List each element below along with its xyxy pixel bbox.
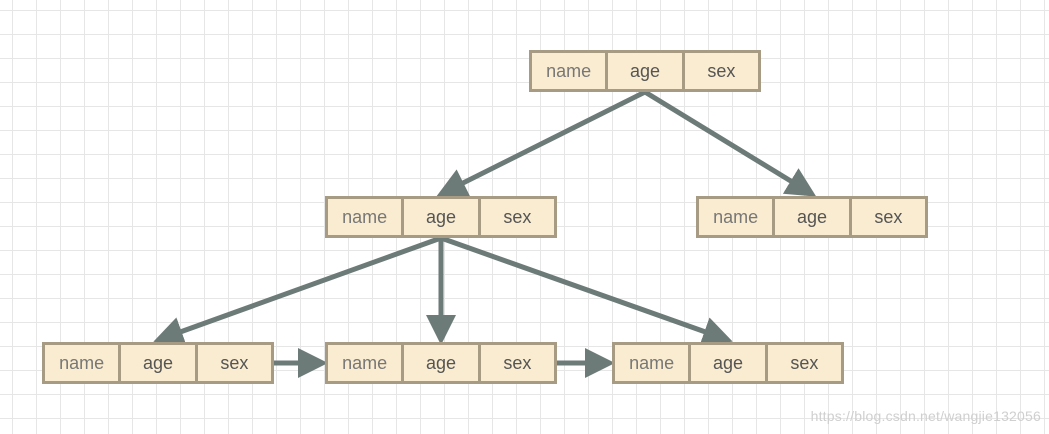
field-sex: sex [684, 53, 758, 89]
node-level1-left: name age sex [325, 196, 557, 238]
node-root: name age sex [529, 50, 761, 92]
field-sex: sex [480, 345, 554, 381]
node-leaf-3: name age sex [612, 342, 844, 384]
field-age: age [608, 53, 682, 89]
field-name: name [328, 199, 402, 235]
field-sex: sex [851, 199, 925, 235]
watermark-text: https://blog.csdn.net/wangjie132056 [810, 408, 1041, 424]
node-leaf-2: name age sex [325, 342, 557, 384]
field-name: name [328, 345, 402, 381]
field-sex: sex [767, 345, 841, 381]
field-age: age [404, 345, 478, 381]
edge-level1-left-to-leaf-1 [153, 235, 442, 346]
edge-root-to-level1-right [643, 89, 817, 197]
field-name: name [699, 199, 773, 235]
field-age: age [775, 199, 849, 235]
field-age: age [691, 345, 765, 381]
field-name: name [45, 345, 119, 381]
node-level1-right: name age sex [696, 196, 928, 238]
node-leaf-1: name age sex [42, 342, 274, 384]
field-age: age [121, 345, 195, 381]
field-age: age [404, 199, 478, 235]
edge-level1-left-to-leaf-3 [440, 235, 733, 346]
field-sex: sex [197, 345, 271, 381]
edge-root-to-level1-left [436, 89, 647, 197]
field-name: name [532, 53, 606, 89]
field-sex: sex [480, 199, 554, 235]
field-name: name [615, 345, 689, 381]
